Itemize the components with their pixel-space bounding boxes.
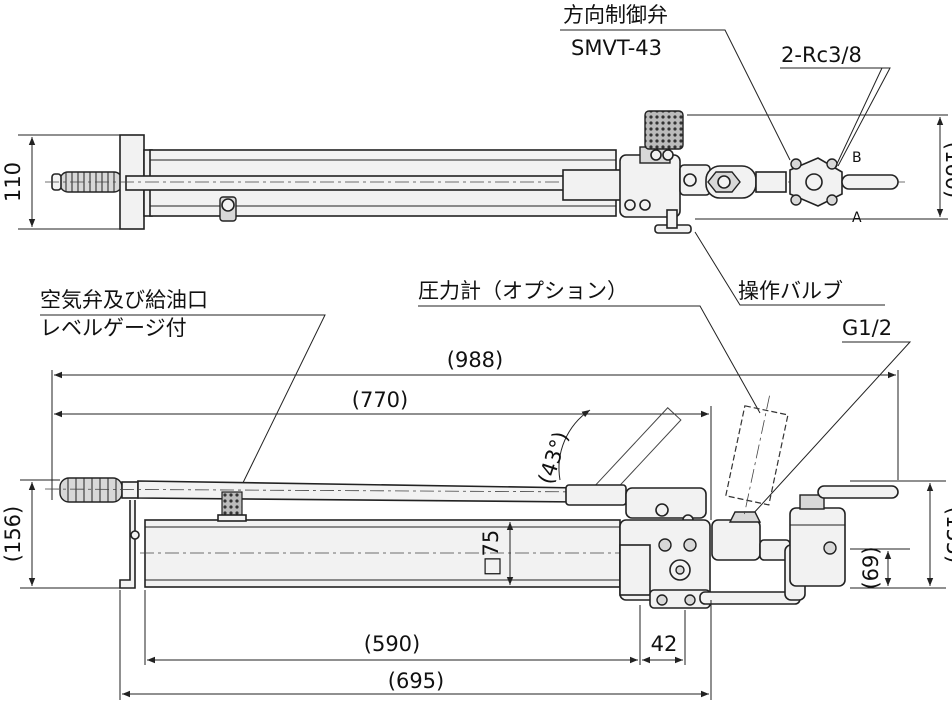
handle-grip-top xyxy=(51,171,123,193)
port-a-label: A xyxy=(852,210,862,226)
offset-label: 42 xyxy=(651,632,678,656)
tank-dia-label: □75 xyxy=(479,530,503,577)
total-length-label: (988) xyxy=(447,348,503,372)
top-view xyxy=(18,29,948,306)
direction-valve-top xyxy=(789,157,899,207)
valve-jp-label: 方向制御弁 xyxy=(563,3,668,27)
direction-valve-side xyxy=(789,507,846,587)
base-length-label: (695) xyxy=(388,669,444,693)
handle-length-label: (770) xyxy=(352,388,408,412)
outlet-height-label: (69) xyxy=(859,546,883,589)
tank-length-label: (590) xyxy=(364,632,420,656)
tank-side xyxy=(144,519,621,588)
air-valve-label-1: 空気弁及び給油口 xyxy=(40,288,208,312)
top-height-right-label: (160) xyxy=(941,142,952,198)
filler-cap xyxy=(221,491,243,519)
port-b-label: B xyxy=(852,150,862,166)
angle-label: (43°) xyxy=(534,429,573,487)
ports-label: 2-Rc3/8 xyxy=(781,43,862,67)
operating-valve-label: 操作バルブ xyxy=(738,279,843,303)
air-valve-leader xyxy=(40,314,326,496)
g-port-label: G1/2 xyxy=(842,316,892,340)
top-height-label: 110 xyxy=(1,162,25,202)
side-view xyxy=(20,370,946,700)
side-height-label: (156) xyxy=(1,506,25,562)
g-port-leader xyxy=(751,341,912,516)
pressure-gauge-label: 圧力計（オプション） xyxy=(418,279,628,303)
valve-model-label: SMVT-43 xyxy=(571,36,662,60)
right-height-label: (155) xyxy=(942,507,952,563)
air-valve-label-2: レベルゲージ付 xyxy=(40,316,187,340)
release-knob xyxy=(644,110,684,150)
